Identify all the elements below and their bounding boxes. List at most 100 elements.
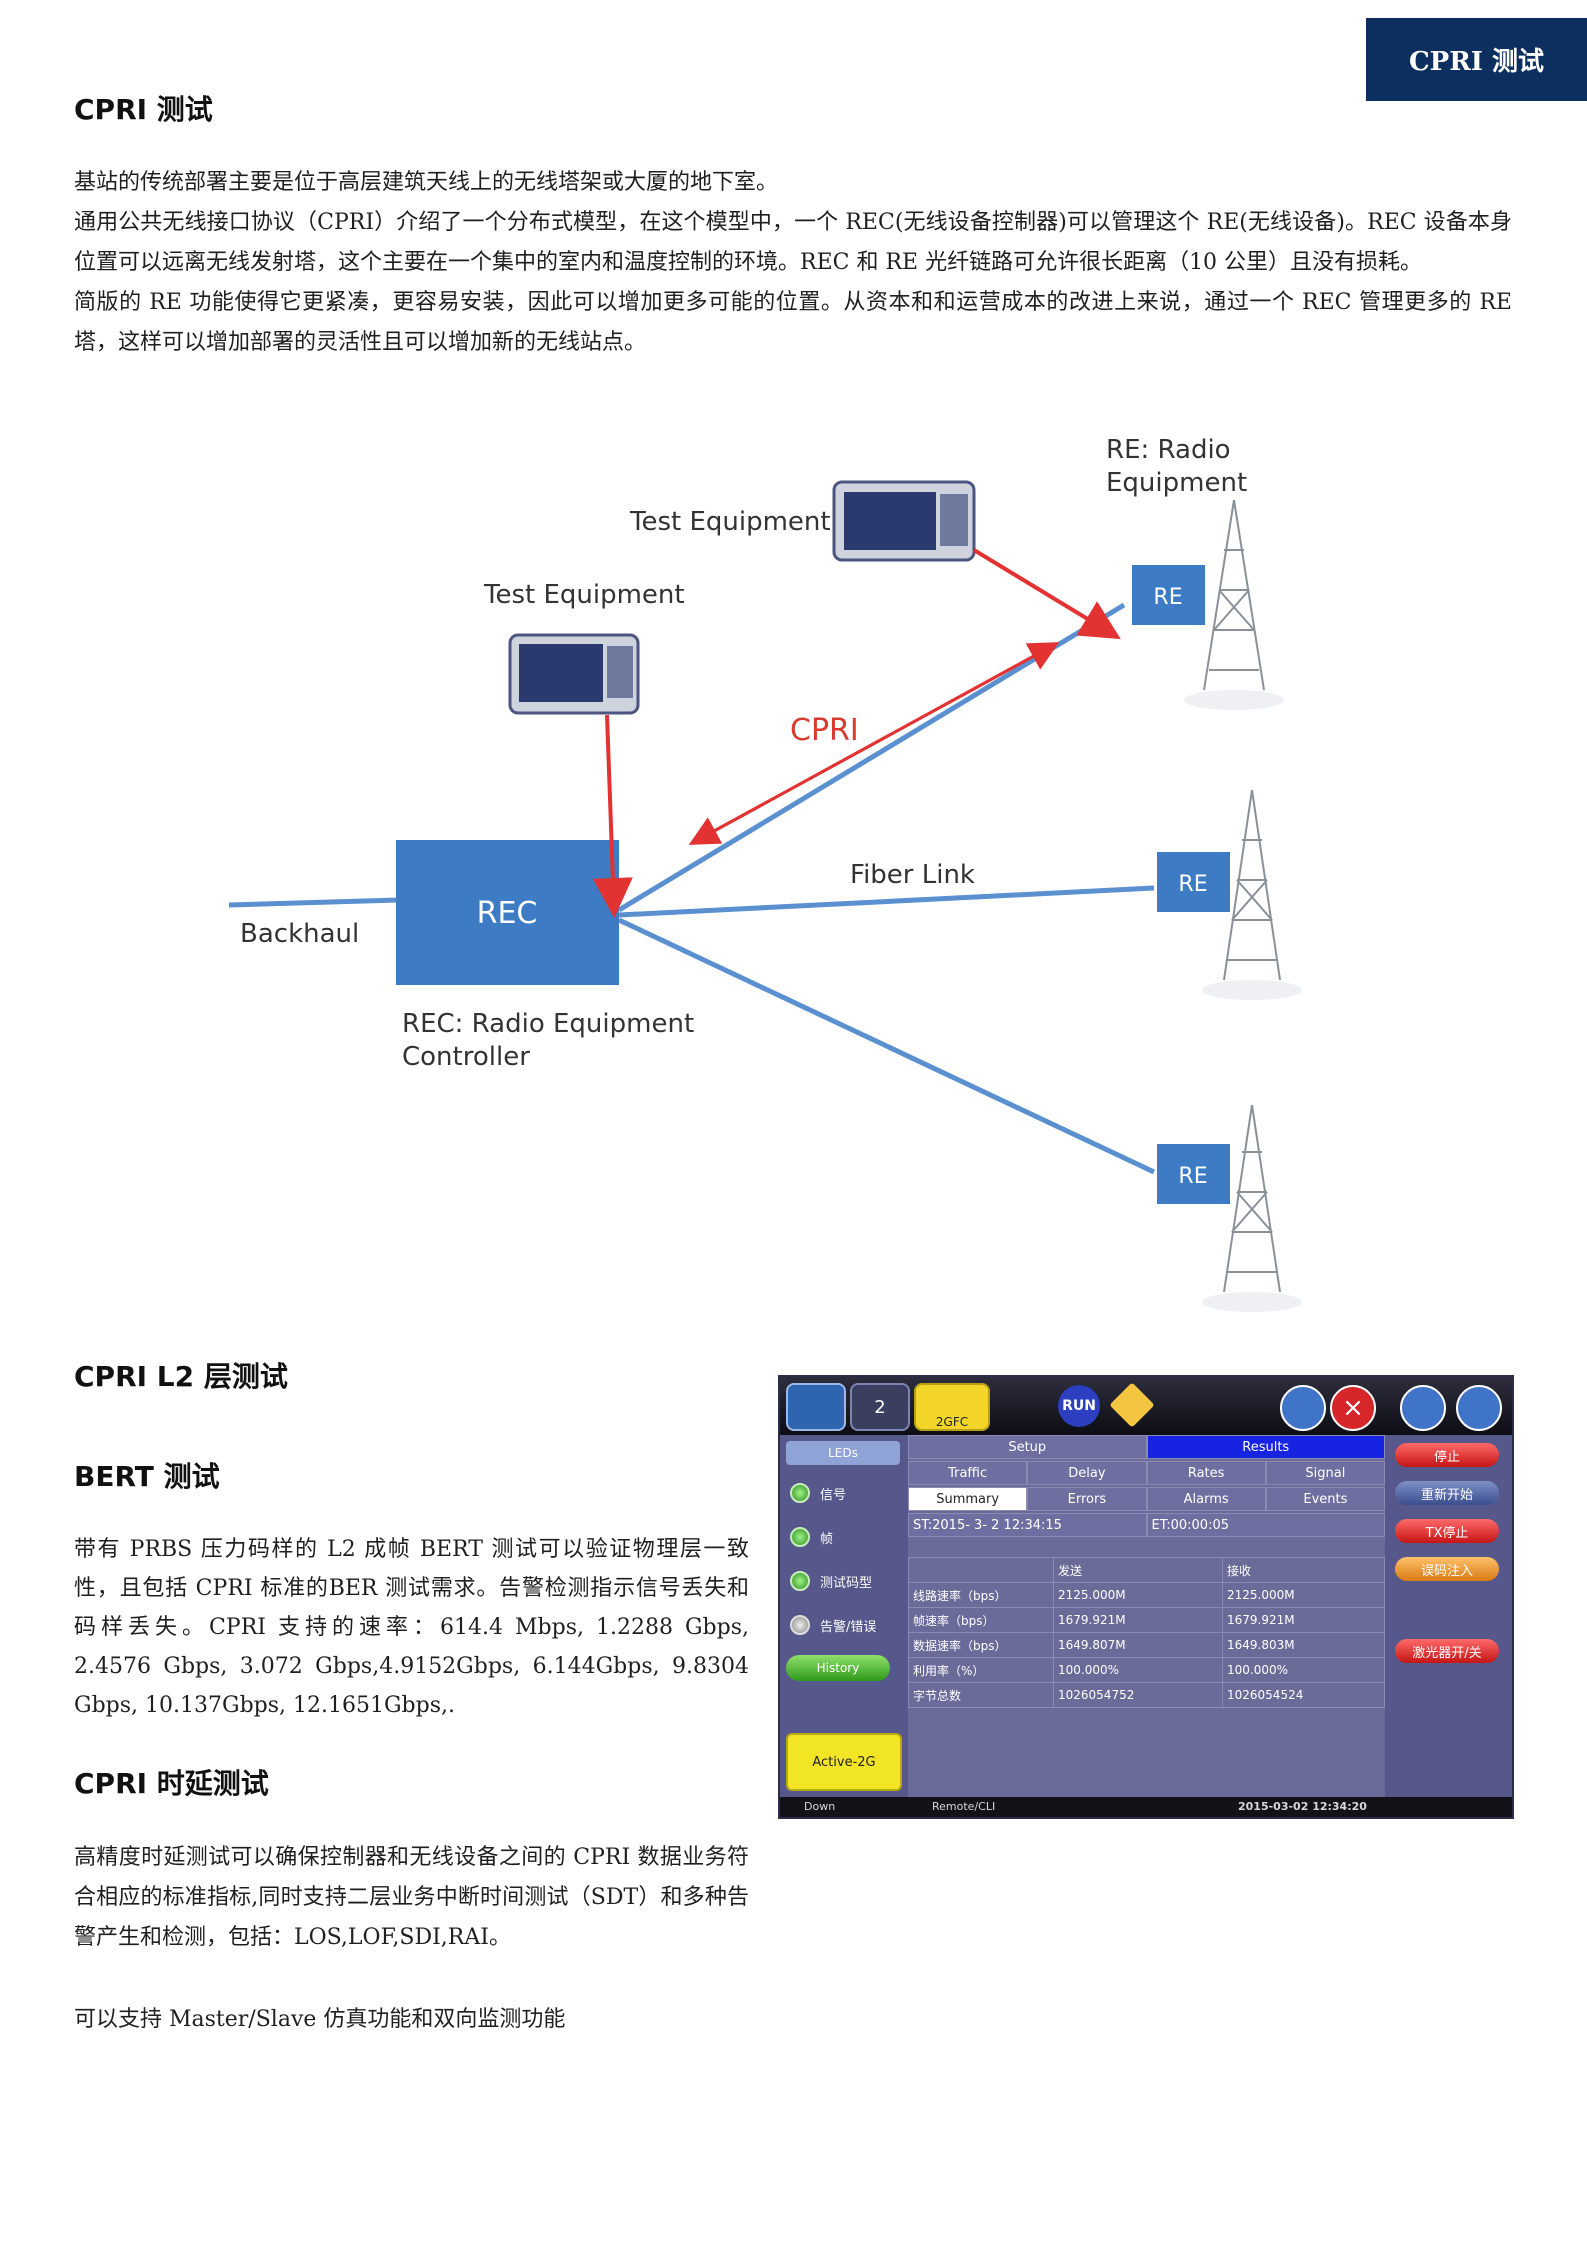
table-cell: 帧速率（bps）	[908, 1607, 1054, 1633]
table-cell: 1679.921M	[1222, 1607, 1385, 1633]
status-remote: Remote/CLI	[932, 1800, 996, 1813]
table-header-row: 发送 接收	[908, 1557, 1385, 1583]
device-left-panel: LEDs 信号 帧 测试码型 告警/错误 History Active-2G	[780, 1435, 908, 1797]
tabs-mid: Traffic Delay Rates Signal	[908, 1461, 1385, 1485]
start-time: ST:2015- 3- 2 12:34:15	[908, 1513, 1147, 1537]
table-header-cell: 接收	[1222, 1557, 1385, 1583]
rec-box-label: REC	[477, 896, 538, 931]
backhaul-line	[228, 897, 400, 908]
active-2g-button[interactable]: Active-2G	[786, 1733, 902, 1791]
home-icon[interactable]	[1280, 1385, 1326, 1431]
re-description-line1: RE: Radio	[1106, 435, 1231, 465]
test-equipment-label-left: Test Equipment	[483, 580, 685, 610]
port-2-button[interactable]: 2	[850, 1383, 910, 1431]
device-status-bar: Down Remote/CLI 2015-03-02 12:34:20	[780, 1797, 1512, 1817]
led-green-icon	[790, 1483, 810, 1503]
test-arrow-to-rec	[592, 714, 633, 918]
elapsed-time: ET:00:00:05	[1146, 1513, 1385, 1537]
led-pattern: 测试码型	[790, 1571, 872, 1591]
table-cell: 线路速率（bps）	[908, 1582, 1054, 1608]
tab-results[interactable]: Results	[1146, 1435, 1385, 1459]
table-cell: 字节总数	[908, 1682, 1054, 1708]
restart-button[interactable]: 重新开始	[1395, 1481, 1499, 1505]
master-slave-text: 可以支持 Master/Slave 仿真功能和双向监测功能	[74, 2007, 566, 2032]
time-row: ST:2015- 3- 2 12:34:15 ET:00:00:05	[908, 1513, 1385, 1537]
error-inject-button[interactable]: 误码注入	[1395, 1557, 1499, 1581]
tab-traffic[interactable]: Traffic	[908, 1461, 1028, 1485]
tabs-low: Summary Errors Alarms Events	[908, 1487, 1385, 1511]
section-title-cpri: CPRI 测试	[74, 93, 213, 126]
table-cell: 2125.000M	[1053, 1582, 1223, 1608]
led-label: 信号	[820, 1487, 847, 1503]
tab-alarms[interactable]: Alarms	[1146, 1487, 1266, 1511]
radio-tower-mid-icon	[1202, 789, 1302, 1000]
led-green-icon	[790, 1571, 810, 1591]
table-cell: 2125.000M	[1222, 1582, 1385, 1608]
delay-text: 高精度时延测试可以确保控制器和无线设备之间的 CPRI 数据业务符合相应的标准指…	[74, 1845, 749, 1950]
radio-tower-top-icon	[1184, 499, 1284, 710]
tab-summary[interactable]: Summary	[908, 1487, 1028, 1511]
table-cell: 1679.921M	[1053, 1607, 1223, 1633]
paragraph: 通用公共无线接口协议（CPRI）介绍了一个分布式模型，在这个模型中，一个 REC…	[74, 210, 1512, 275]
home-gauge-icon[interactable]	[786, 1383, 846, 1431]
test-equipment-label-top: Test Equipment	[629, 507, 831, 537]
re-box-bottom-label: RE	[1178, 1164, 1207, 1189]
run-button[interactable]: RUN	[1058, 1385, 1100, 1427]
led-green-icon	[790, 1527, 810, 1547]
header-tab: CPRI 测试	[1366, 18, 1587, 101]
table-cell: 数据速率（bps）	[908, 1632, 1054, 1658]
led-grey-icon	[790, 1615, 810, 1635]
tools-icon[interactable]	[1400, 1385, 1446, 1431]
led-label: 告警/错误	[820, 1619, 877, 1635]
rec-description-line1: REC: Radio Equipment	[402, 1009, 694, 1039]
table-row: 利用率（%）100.000%100.000%	[908, 1657, 1385, 1683]
led-label: 测试码型	[820, 1575, 873, 1591]
led-alarm: 告警/错误	[790, 1615, 876, 1635]
table-cell: 1649.807M	[1053, 1632, 1223, 1658]
fiber-line-mid	[618, 885, 1155, 918]
test-equipment-device-left-icon	[508, 633, 640, 715]
re-box-top	[1132, 565, 1205, 625]
table-cell: 利用率（%）	[908, 1657, 1054, 1683]
tab-signal[interactable]: Signal	[1265, 1461, 1385, 1485]
tab-events[interactable]: Events	[1265, 1487, 1385, 1511]
cpri-topology-diagram: REC Backhaul REC: Radio Equipment Contro…	[228, 435, 1302, 1312]
crosshair-icon[interactable]	[1109, 1382, 1155, 1428]
stop-button[interactable]: 停止	[1395, 1443, 1499, 1467]
port-1-2gfc-button[interactable]: 2GFC	[914, 1383, 990, 1431]
leds-button[interactable]: LEDs	[786, 1441, 900, 1465]
cpri-label: CPRI	[790, 713, 859, 748]
table-cell: 1026054524	[1222, 1682, 1385, 1708]
cpri-arrow-back	[688, 643, 1055, 845]
table-header-cell: 发送	[1053, 1557, 1223, 1583]
status-datetime: 2015-03-02 12:34:20	[1238, 1800, 1367, 1813]
paragraph: 基站的传统部署主要是位于高层建筑天线上的无线塔架或大厦的地下室。	[74, 170, 779, 195]
table-cell: 100.000%	[1053, 1657, 1223, 1683]
tab-delay[interactable]: Delay	[1027, 1461, 1147, 1485]
tab-setup[interactable]: Setup	[908, 1435, 1147, 1459]
tab-rates[interactable]: Rates	[1146, 1461, 1266, 1485]
test-instrument-screenshot: 2 2GFC RUN × LEDs 信号 帧 测试码型 告警/错误 Histor…	[778, 1375, 1514, 1819]
re-box-mid-label: RE	[1178, 872, 1207, 897]
folder-icon[interactable]	[1456, 1385, 1502, 1431]
section-title-l2: CPRI L2 层测试	[74, 1360, 288, 1393]
backhaul-label: Backhaul	[240, 919, 359, 949]
tx-stop-button[interactable]: TX停止	[1395, 1519, 1499, 1543]
laser-toggle-button[interactable]: 激光器开/关	[1395, 1639, 1499, 1663]
history-button[interactable]: History	[786, 1655, 890, 1681]
fiber-link-label: Fiber Link	[850, 860, 975, 890]
device-top-bar: 2 2GFC RUN ×	[780, 1377, 1512, 1435]
test-equipment-device-top-icon	[832, 480, 976, 562]
close-icon[interactable]: ×	[1330, 1385, 1376, 1431]
re-box-bottom	[1157, 1144, 1230, 1204]
rec-description-line2: Controller	[402, 1042, 530, 1072]
bert-text: 带有 PRBS 压力码样的 L2 成帧 BERT 测试可以验证物理层一致性，且包…	[74, 1537, 749, 1718]
test-arrow-to-re	[972, 548, 1121, 640]
re-box-top-label: RE	[1153, 585, 1182, 610]
tab-errors[interactable]: Errors	[1027, 1487, 1147, 1511]
